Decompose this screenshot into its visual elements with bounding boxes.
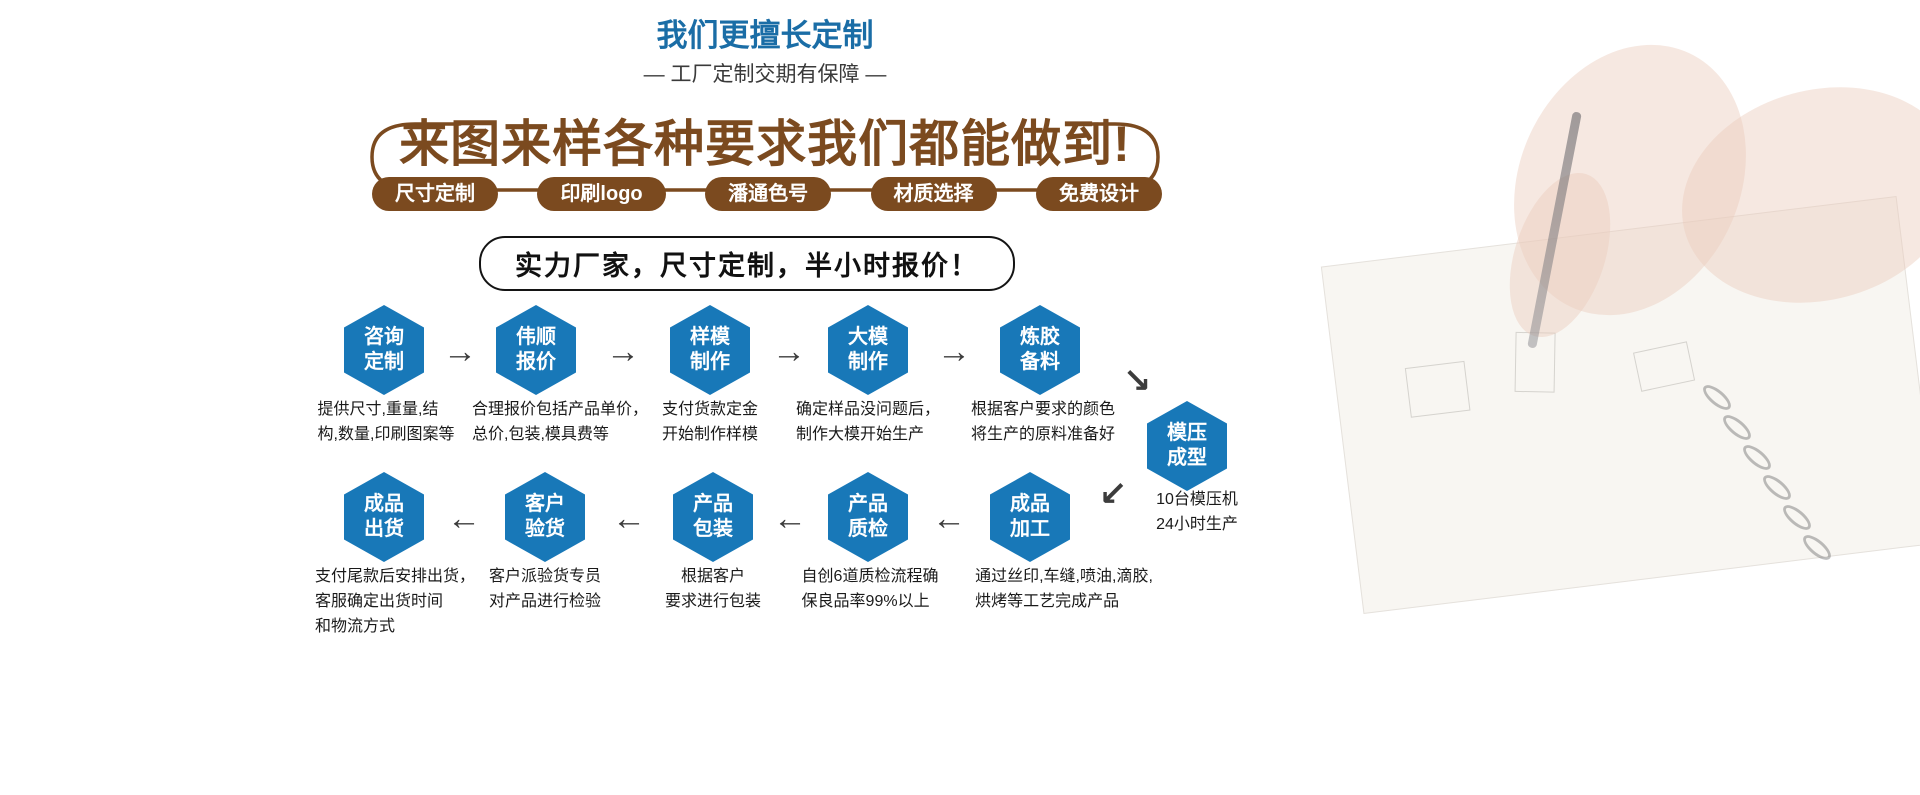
flow-step-sample-mold: 样模 制作 bbox=[670, 305, 750, 395]
flow-step-desc: 客户派验货专员 对产品进行检验 bbox=[488, 568, 602, 610]
flow-step-big-mold: 大模 制作 bbox=[828, 305, 908, 395]
sketch-shape bbox=[1633, 341, 1696, 392]
arrow-right-icon: → bbox=[772, 332, 806, 371]
flow-step-qc: 产品 质检 bbox=[828, 472, 908, 562]
arrow-right-icon: → bbox=[443, 332, 477, 371]
pill-size-custom: 尺寸定制 bbox=[372, 177, 498, 211]
flow-step-desc: 10台模压机 24小时生产 bbox=[1156, 491, 1238, 533]
feature-pill-row: 尺寸定制 印刷logo 潘通色号 材质选择 免费设计 bbox=[372, 177, 1162, 211]
flow-step-finishing: 成品 加工 bbox=[990, 472, 1070, 562]
flow-step-desc: 支付尾款后安排出货， 客服确定出货时间 和物流方式 bbox=[314, 568, 476, 635]
section-subtitle: — 工厂定制交期有保障 — bbox=[643, 63, 887, 86]
section-title: 我们更擅长定制 bbox=[656, 18, 874, 53]
flow-step-desc: 通过丝印,车缝,喷油,滴胶, 烘烤等工艺完成产品 bbox=[975, 568, 1153, 610]
pill-pantone: 潘通色号 bbox=[705, 177, 832, 211]
flow-step-desc: 确定样品没问题后， 制作大模开始生产 bbox=[795, 401, 941, 443]
flow-step-desc: 提供尺寸,重量,结 构,数量,印刷图案等 bbox=[317, 401, 455, 443]
quote-banner: 实力厂家，尺寸定制，半小时报价！ bbox=[479, 236, 1015, 291]
background-photo bbox=[1120, 0, 1920, 795]
flow-step-inspection: 客户 验货 bbox=[505, 472, 585, 562]
arrow-down-left-icon: ↙ bbox=[1098, 475, 1128, 513]
flow-step-quote: 伟顺 报价 bbox=[496, 305, 576, 395]
arrow-right-icon: → bbox=[606, 332, 640, 371]
arrow-left-icon: ← bbox=[932, 499, 966, 538]
flow-step-desc: 根据客户 要求进行包装 bbox=[664, 568, 762, 610]
flow-step-desc: 自创6道质检流程确 保良品率99%以上 bbox=[801, 568, 939, 610]
arrow-left-icon: ← bbox=[773, 499, 807, 538]
flow-step-desc: 合理报价包括产品单价， 总价,包装,模具费等 bbox=[471, 401, 649, 443]
arrow-down-right-icon: ↘ bbox=[1122, 362, 1152, 400]
sketch-shape bbox=[1404, 360, 1471, 418]
flow-step-molding: 模压 成型 bbox=[1147, 401, 1227, 491]
flow-step-desc: 支付货款定金 开始制作样模 bbox=[661, 401, 759, 443]
pill-print-logo: 印刷logo bbox=[537, 177, 666, 211]
flow-step-consult: 咨询 定制 bbox=[344, 305, 424, 395]
pill-material: 材质选择 bbox=[870, 177, 997, 211]
flow-step-rubber-prep: 炼胶 备料 bbox=[1000, 305, 1080, 395]
pill-free-design: 免费设计 bbox=[1035, 177, 1162, 211]
arrow-left-icon: ← bbox=[612, 499, 646, 538]
arrow-left-icon: ← bbox=[447, 499, 481, 538]
flow-step-shipping: 成品 出货 bbox=[344, 472, 424, 562]
flow-step-desc: 根据客户要求的颜色 将生产的原料准备好 bbox=[970, 401, 1116, 443]
headline: 来图来样各种要求我们都能做到! bbox=[399, 116, 1131, 172]
flow-step-packing: 产品 包装 bbox=[673, 472, 753, 562]
arrow-right-icon: → bbox=[937, 332, 971, 371]
